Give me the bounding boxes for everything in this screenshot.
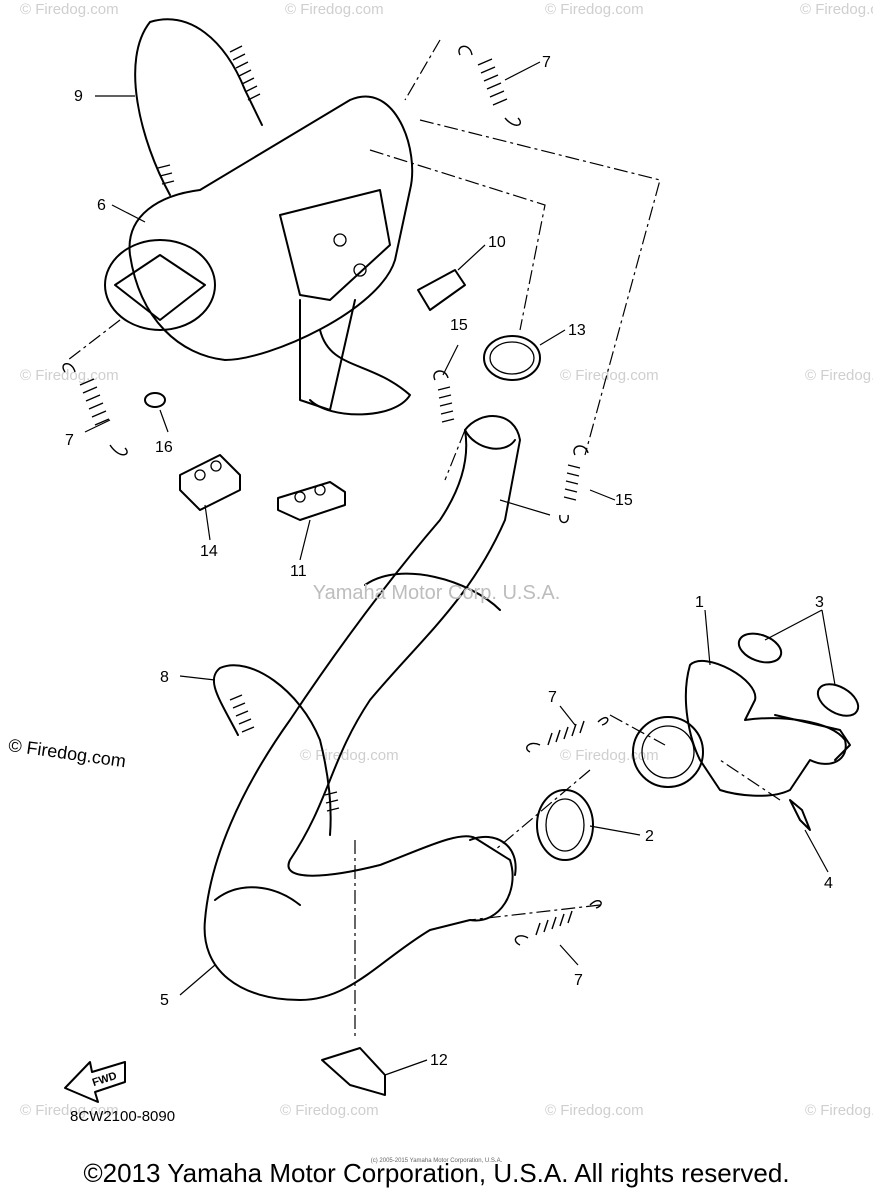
clip-12 xyxy=(321,1047,386,1096)
tiny-copyright-note: (c) 2005-2015 Yamaha Motor Corporation, … xyxy=(370,1158,503,1164)
callout-12: 12 xyxy=(430,1052,448,1069)
callout-7: 7 xyxy=(542,54,551,71)
callout-3: 3 xyxy=(815,594,824,611)
callout-8: 8 xyxy=(160,669,169,686)
callout-9: 9 xyxy=(74,88,83,105)
watermark-tile: © Firedog.com xyxy=(300,747,399,764)
watermark-tile: © Firedog.com xyxy=(20,1102,119,1119)
center-watermark: Yamaha Motor Corp. U.S.A. xyxy=(312,582,561,604)
callout-labels: 9 6 7 10 15 13 7 16 15 14 11 1 3 8 7 2 4… xyxy=(65,54,833,1069)
copyright-footer: ©2013 Yamaha Motor Corporation, U.S.A. A… xyxy=(83,1158,790,1188)
callout-1: 1 xyxy=(695,594,704,611)
watermark-tile: © Firedog.com xyxy=(20,1,119,18)
muffler-bracket-wire xyxy=(134,18,263,196)
callout-13: 13 xyxy=(568,322,586,339)
watermark-tile: © Firedog.com xyxy=(285,1,384,18)
watermark-tile: © Firedog.com xyxy=(560,367,659,384)
callout-15: 15 xyxy=(450,317,468,334)
exhaust-manifold xyxy=(632,659,851,797)
callout-16: 16 xyxy=(155,439,173,456)
watermark-tile: © Firedog.com xyxy=(280,1102,379,1119)
silencer xyxy=(104,95,414,416)
callout-10: 10 xyxy=(488,234,506,251)
ring-2 xyxy=(536,789,594,861)
grommet xyxy=(144,392,166,408)
callout-15: 15 xyxy=(615,492,633,509)
watermark-tiles: © Firedog.com © Firedog.com © Firedog.co… xyxy=(20,1,873,1119)
bolt-4 xyxy=(789,799,811,831)
gasket-13 xyxy=(483,335,541,381)
watermark-tile: © Firedog.com xyxy=(545,1102,644,1119)
watermark-tile: © Firedog.com xyxy=(20,367,119,384)
leader-lines xyxy=(84,61,836,1076)
bracket-11 xyxy=(277,481,346,521)
gasket-3a xyxy=(737,632,783,664)
watermark-tile: © Firedog.com xyxy=(805,367,873,384)
callout-6: 6 xyxy=(97,197,106,214)
exhaust-pipe xyxy=(203,415,521,1001)
callout-7: 7 xyxy=(548,689,557,706)
fwd-arrow-icon: FWD xyxy=(64,1061,126,1103)
diagram-code: 8CW2100-8090 xyxy=(70,1108,176,1125)
pipe-bracket-wire xyxy=(212,664,340,836)
callout-7: 7 xyxy=(65,432,74,449)
damper-pad xyxy=(417,269,466,311)
callout-14: 14 xyxy=(200,543,218,560)
springs xyxy=(62,45,609,946)
callout-4: 4 xyxy=(824,875,833,892)
bracket-14 xyxy=(179,454,241,511)
assembly-lines xyxy=(67,39,781,1040)
watermark-tile: © Firedog.com xyxy=(545,1,644,18)
callout-11: 11 xyxy=(290,563,307,580)
callout-2: 2 xyxy=(645,828,654,845)
callout-7: 7 xyxy=(574,972,583,989)
watermark-tile: © Firedog.com xyxy=(805,1102,873,1119)
gasket-3b xyxy=(816,683,860,717)
callout-5: 5 xyxy=(160,992,169,1009)
watermark-tile: © Firedog.com xyxy=(800,1,873,18)
